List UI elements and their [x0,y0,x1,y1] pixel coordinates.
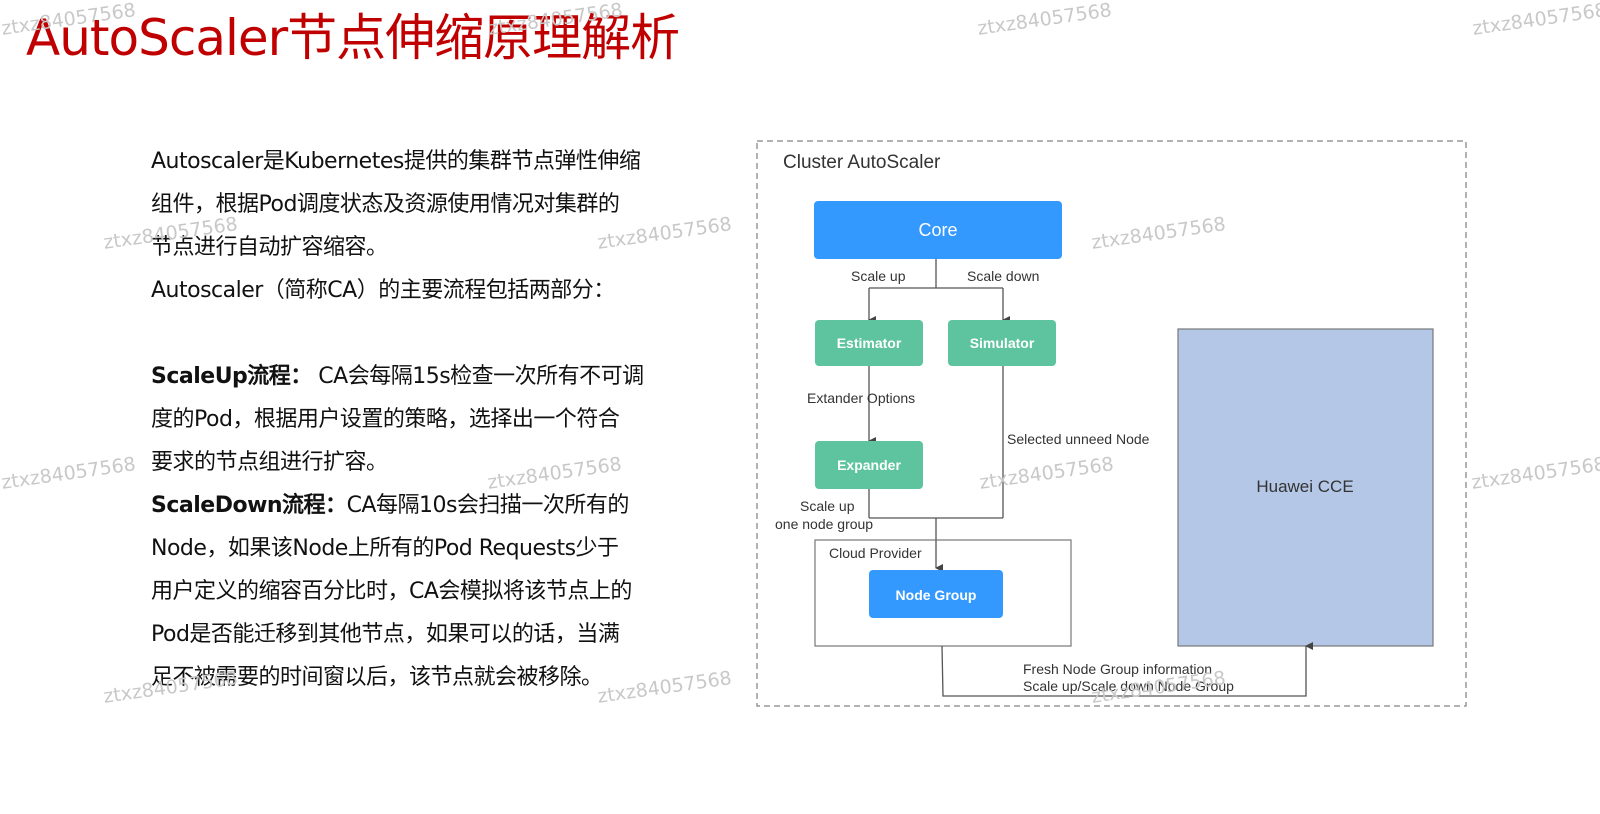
scaleup-label: ScaleUp流程： [151,364,312,389]
scale-down-label: Scale down [967,268,1039,284]
fresh-info-label-1: Fresh Node Group information [1023,661,1212,677]
expander-label: Expander [837,457,901,473]
fresh-info-label-2: Scale up/Scale down Node Group [1023,678,1234,694]
scale-up-label: Scale up [851,268,906,284]
scaledown-label: ScaleDown流程： [151,493,347,518]
scaledown-line-5: 足不被需要的时间窗以后，该节点就会被移除。 [151,665,603,690]
scaledown-text-1: CA每隔10s会扫描一次所有的 [346,493,630,518]
scaleup-line-1: ScaleUp流程： CA会每隔15s检查一次所有不可调 [151,355,711,398]
core-box [814,201,1062,259]
slide-title: AutoScaler节点伸缩原理解析 [26,9,680,67]
simulator-box [948,320,1056,366]
intro-line-1: Autoscaler是Kubernetes提供的集群节点弹性伸缩 [151,149,641,174]
scale-up-group-label-2: one node group [775,516,873,532]
cluster-autoscaler-container [756,140,1467,707]
description-text: Autoscaler是Kubernetes提供的集群节点弹性伸缩 组件，根据Po… [151,140,711,699]
feedback-line [941,642,1313,697]
scaleup-line-3: 要求的节点组进行扩容。 [151,450,388,475]
simulator-label: Simulator [970,335,1035,351]
intro-line-2: 组件，根据Pod调度状态及资源使用情况对集群的 [151,192,620,217]
scaleup-line-2: 度的Pod，根据用户设置的策略，选择出一个符合 [151,407,620,432]
node-group-box [869,570,1003,618]
huawei-cce-label: Huawei CCE [1256,477,1353,496]
scaleup-text-1: CA会每隔15s检查一次所有不可调 [311,364,644,389]
container-label: Cluster AutoScaler [783,152,941,173]
extender-options-label: Extander Options [807,390,915,406]
scaledown-line-4: Pod是否能迁移到其他节点，如果可以的话，当满 [151,622,620,647]
core-label: Core [918,220,957,240]
scaledown-line-2: Node，如果该Node上所有的Pod Requests少于 [151,536,619,561]
selected-unneed-label: Selected unneed Node [1007,431,1150,447]
scaledown-line-1: ScaleDown流程：CA每隔10s会扫描一次所有的 [151,484,711,527]
scale-up-group-label-1: Scale up [800,498,855,514]
cloud-provider-label: Cloud Provider [829,545,922,561]
intro-line-3: 节点进行自动扩容缩容。 [151,235,388,260]
node-group-label: Node Group [896,587,977,603]
estimator-box [815,320,923,366]
expander-box [815,441,923,489]
huawei-cce-box [1177,328,1434,647]
overview-line: Autoscaler（简称CA）的主要流程包括两部分： [151,278,615,303]
scaledown-line-3: 用户定义的缩容百分比时，CA会模拟将该节点上的 [151,579,632,604]
estimator-label: Estimator [837,335,902,351]
